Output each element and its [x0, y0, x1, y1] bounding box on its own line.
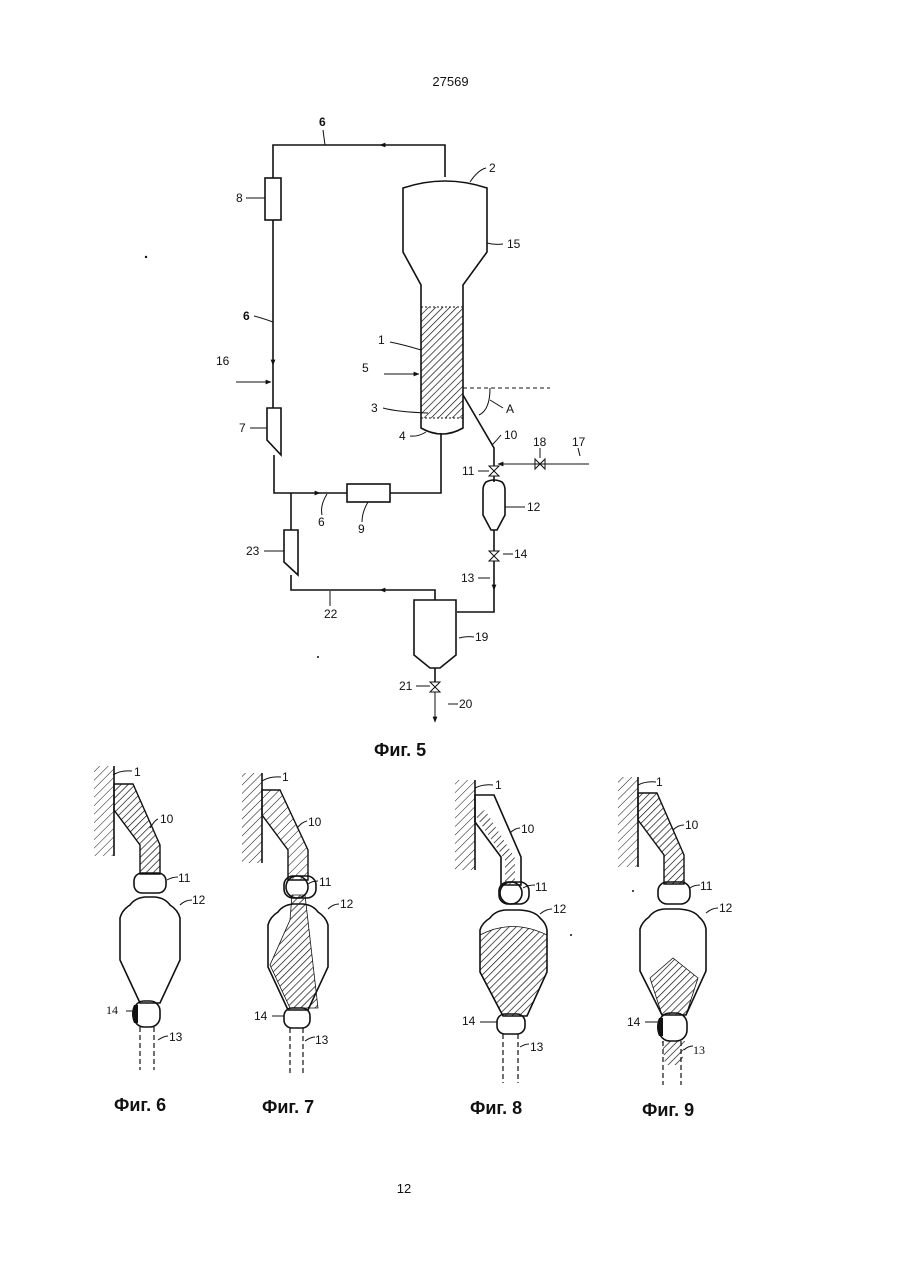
reactor-wall: [94, 766, 114, 856]
label-14: 14: [254, 1009, 268, 1023]
valve-14: [284, 1008, 310, 1028]
label-13: 13: [530, 1040, 544, 1054]
valve-21: [430, 682, 440, 692]
figure-5-caption: Фиг. 5: [374, 740, 426, 760]
figure-8: 1 10 11 12 14 13 Фиг. 8: [455, 778, 567, 1118]
label-5: 5: [362, 361, 369, 375]
label-13: 13: [693, 1043, 705, 1057]
label-19: 19: [475, 630, 489, 644]
discharge-pipe-10: [262, 790, 308, 880]
label-6-bottom: 6: [318, 515, 325, 529]
label-2: 2: [489, 161, 496, 175]
figure-6: 1 10 11 12 14 13 Фиг. 6: [94, 765, 206, 1115]
label-12: 12: [553, 902, 567, 916]
reactor-wall: [242, 773, 262, 863]
label-8: 8: [236, 191, 243, 205]
discharge-pipe-10: [114, 784, 160, 874]
label-17: 17: [572, 435, 586, 449]
reactor-wall: [618, 777, 638, 867]
label-16: 16: [216, 354, 230, 368]
valve-11: [134, 873, 166, 893]
solids-fill: [480, 927, 547, 1017]
compressor-7: [267, 408, 281, 455]
label-13: 13: [461, 571, 475, 585]
label-12: 12: [192, 893, 206, 907]
valve-14: [497, 1014, 525, 1034]
fluidized-bed: [421, 307, 463, 418]
recycle-gas-line: [265, 145, 445, 502]
label-3: 3: [371, 401, 378, 415]
valve-11: [489, 466, 499, 476]
label-1: 1: [378, 333, 385, 347]
label-12: 12: [340, 897, 354, 911]
label-14: 14: [627, 1015, 641, 1029]
lock-hopper-12: [483, 480, 505, 530]
label-1: 1: [282, 770, 289, 784]
label-1: 1: [656, 775, 663, 789]
label-10: 10: [504, 428, 518, 442]
label-15: 15: [507, 237, 521, 251]
label-14: 14: [462, 1014, 476, 1028]
label-10: 10: [521, 822, 535, 836]
compressor-23: [284, 530, 298, 575]
label-11: 11: [178, 871, 191, 885]
label-4: 4: [399, 429, 406, 443]
figure-7-caption: Фиг. 7: [262, 1097, 314, 1117]
figure-6-caption: Фиг. 6: [114, 1095, 166, 1115]
degassing-vessel-19: [414, 600, 456, 668]
figure-8-caption: Фиг. 8: [470, 1098, 522, 1118]
label-13: 13: [315, 1033, 329, 1047]
heat-exchanger-8: [265, 178, 281, 220]
valve-11: [658, 882, 690, 904]
label-11: 11: [535, 880, 548, 894]
label-6-top: 6: [319, 115, 326, 129]
label-13: 13: [169, 1030, 183, 1044]
figure-7: 1 10 11 12 14 13 Фиг. 7: [242, 770, 354, 1117]
label-9: 9: [358, 522, 365, 536]
label-7: 7: [239, 421, 246, 435]
label-12: 12: [719, 901, 733, 915]
label-21: 21: [399, 679, 413, 693]
reactor-vessel: [403, 181, 487, 434]
heat-exchanger-9: [347, 484, 390, 502]
label-leaders: [246, 130, 580, 704]
reactor-wall: [455, 780, 475, 870]
label-11: 11: [319, 875, 332, 889]
label-18: 18: [533, 435, 547, 449]
label-23: 23: [246, 544, 260, 558]
label-10: 10: [308, 815, 322, 829]
label-20: 20: [459, 697, 473, 711]
label-10: 10: [160, 812, 174, 826]
figure-9: 1 10 11 12 14 13 Фиг. 9: [618, 775, 733, 1120]
lock-hopper-12: [120, 897, 180, 1003]
label-1: 1: [134, 765, 141, 779]
label-A: A: [506, 402, 514, 416]
label-11: 11: [700, 879, 713, 893]
valve-14: [489, 551, 499, 561]
label-11: 11: [462, 464, 475, 478]
discharge-pipe-10: [638, 793, 684, 884]
figure-5: 2 15 1 5 3 4 6 8 6 16 7 A 10 18 17 11 6 …: [216, 115, 589, 760]
label-1: 1: [495, 778, 502, 792]
label-6-left: 6: [243, 309, 250, 323]
label-12: 12: [527, 500, 541, 514]
label-14: 14: [106, 1003, 118, 1017]
label-22: 22: [324, 607, 338, 621]
label-14: 14: [514, 547, 528, 561]
figure-9-caption: Фиг. 9: [642, 1100, 694, 1120]
label-10: 10: [685, 818, 699, 832]
valve-14: [659, 1013, 687, 1041]
